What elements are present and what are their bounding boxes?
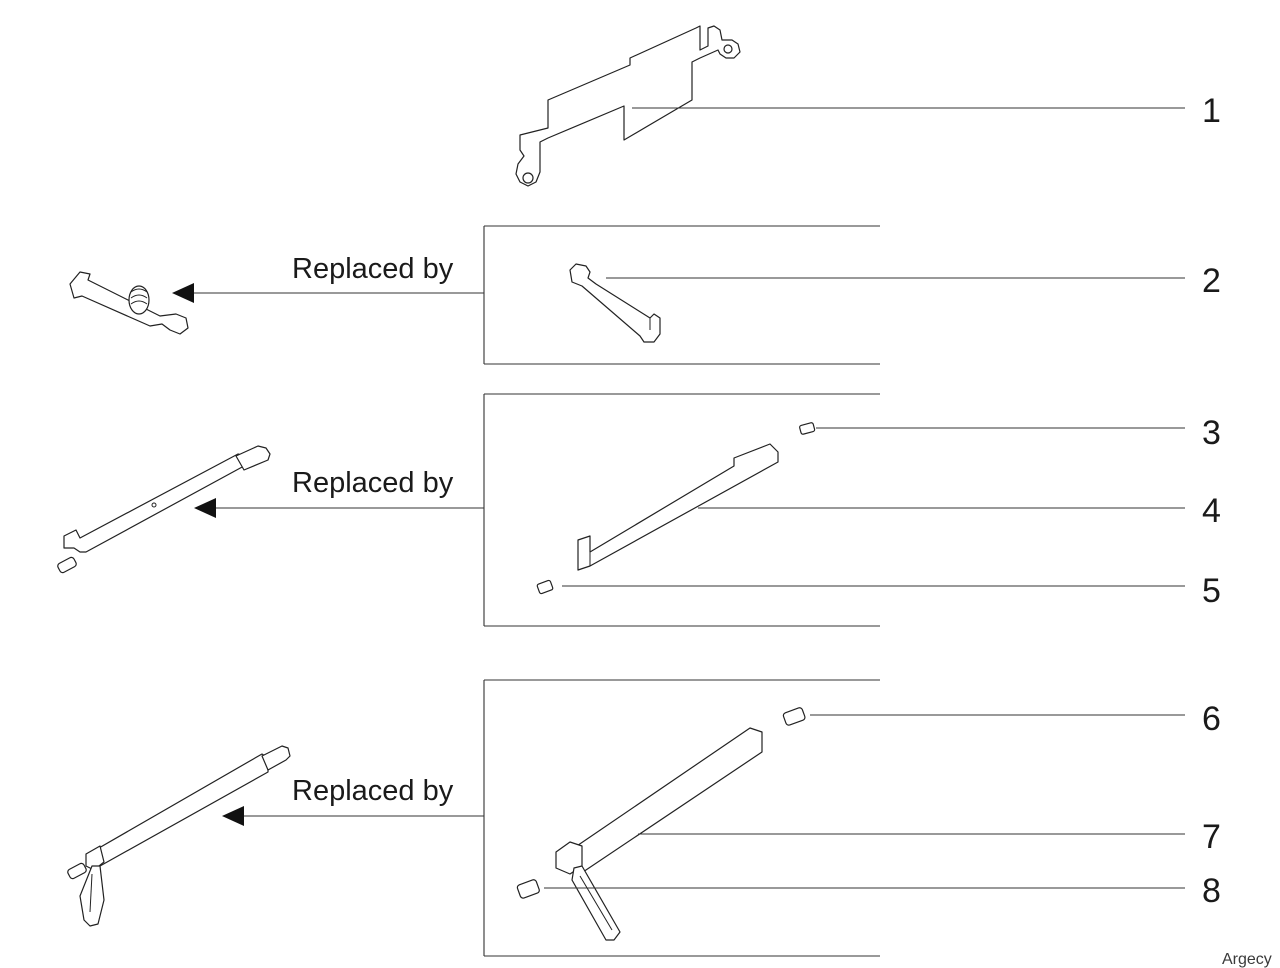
callout-8: 8 [1202, 872, 1221, 910]
part-7-shaft [555, 727, 763, 941]
replacement-part-c [67, 745, 291, 927]
callout-7: 7 [1202, 818, 1221, 856]
part-1-bracket [515, 25, 741, 187]
arrowhead-left-icon [194, 498, 216, 518]
part-8-pin [516, 879, 540, 899]
group-2-frame [483, 225, 880, 365]
part-3-pin [799, 422, 816, 435]
replacement-part-a [69, 271, 189, 335]
replaced-by-label-2: Replaced by [292, 467, 454, 499]
group-3-5-frame [483, 393, 880, 627]
replaced-by-label-1: Replaced by [292, 253, 454, 285]
part-5-pin [536, 579, 554, 595]
callout-1: 1 [1202, 92, 1221, 130]
callout-3: 3 [1202, 414, 1221, 452]
replaced-by-label-3: Replaced by [292, 775, 454, 807]
callout-4: 4 [1202, 492, 1221, 530]
group-6-8-frame [483, 679, 880, 957]
callout-2: 2 [1202, 262, 1221, 300]
callout-5: 5 [1202, 572, 1221, 610]
arrowhead-left-icon [172, 283, 194, 303]
arrowhead-left-icon [222, 806, 244, 826]
part-4-guide-bar [577, 443, 779, 571]
callout-6: 6 [1202, 700, 1221, 738]
replacement-part-b [57, 445, 271, 574]
part-6-pin [782, 707, 806, 726]
part-2-lever [569, 263, 661, 343]
watermark: Argecy [1222, 951, 1272, 968]
